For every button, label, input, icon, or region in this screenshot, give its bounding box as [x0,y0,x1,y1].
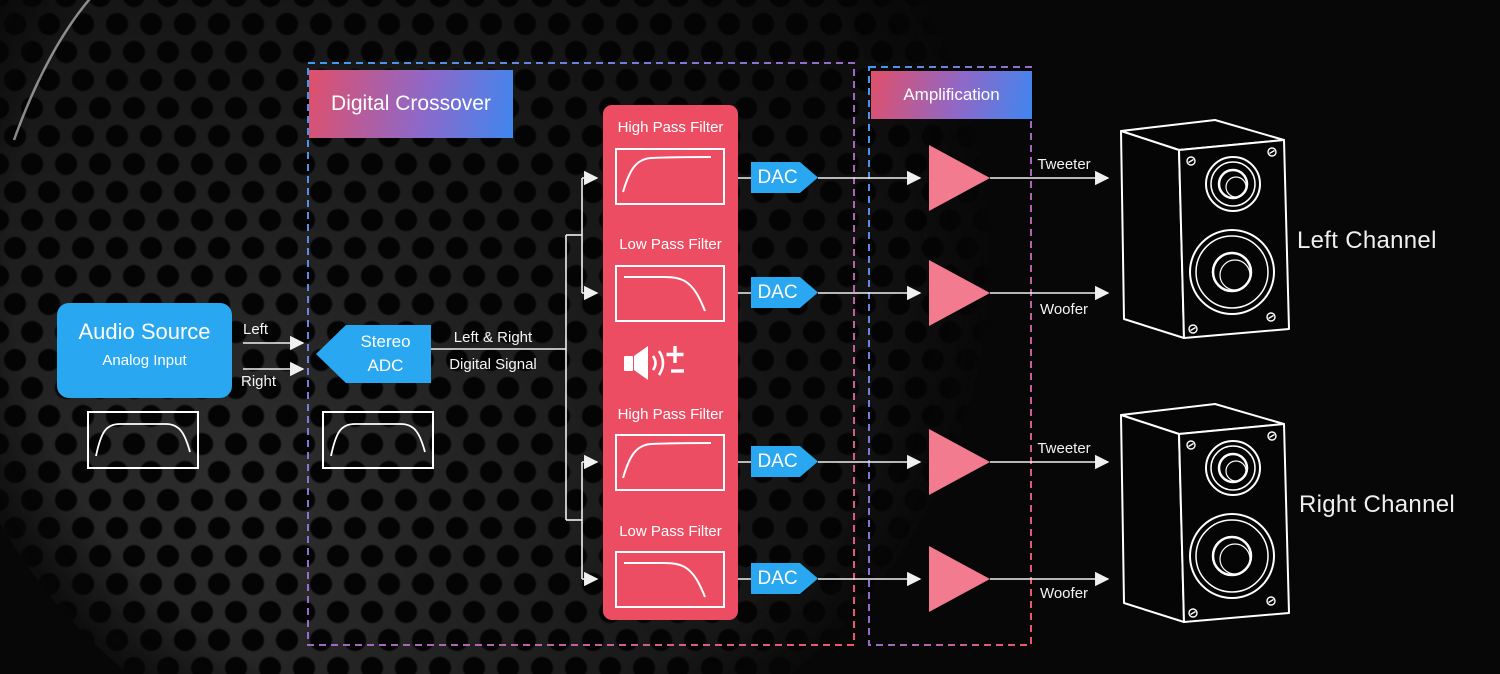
digital-crossover-text: Digital Crossover [331,92,491,115]
right-input-label: Right [241,373,277,390]
woofer-label-right: Woofer [1039,585,1089,602]
dac-right-woofer: DAC [751,563,818,594]
dac-label: DAC [757,450,798,472]
left-input-label: Left [243,321,269,338]
dac-label: DAC [757,281,798,303]
volume-plus-minus-icon [623,343,693,383]
lpf-title-left: Low Pass Filter [619,236,722,253]
amplification-boundary [868,66,1032,646]
bus-label-line1: Left & Right [453,329,533,346]
amplification-text: Amplification [903,85,1000,104]
lpf-title-right: Low Pass Filter [619,523,722,540]
dac-label: DAC [757,567,798,589]
hpf-title-right: High Pass Filter [617,406,724,423]
adc-line1: Stereo [360,332,411,351]
tweeter-label-left: Tweeter [1037,156,1091,173]
low-pass-response-icon [615,265,725,322]
amplification-section-label: Amplification [871,71,1032,119]
full-range-response-icon [87,411,434,469]
low-pass-response-icon [615,551,725,608]
adc-line2: ADC [367,356,404,375]
tweeter-label-right: Tweeter [1037,440,1091,457]
right-channel-label: Right Channel [1299,491,1455,518]
digital-crossover-section-label: Digital Crossover [309,70,513,138]
audio-source-subtitle: Analog Input [102,352,187,369]
dac-label: DAC [757,166,798,188]
audio-source-title: Audio Source [78,319,211,344]
hpf-title-left: High Pass Filter [617,119,724,136]
signal-wires [243,170,1110,587]
left-channel-label: Left Channel [1297,227,1437,254]
left-speaker-art [1119,118,1291,340]
grille-rim-highlight [12,0,91,141]
woofer-label-left: Woofer [1039,301,1089,318]
high-pass-response-icon [615,434,725,491]
bus-label-line2: Digital Signal [449,356,537,373]
high-pass-response-icon [615,148,725,205]
crossover-dsp-block: High Pass Filter Low Pass Filter [603,105,738,620]
audio-source-box: Audio Source Analog Input [57,303,232,398]
right-speaker-art [1119,402,1291,624]
